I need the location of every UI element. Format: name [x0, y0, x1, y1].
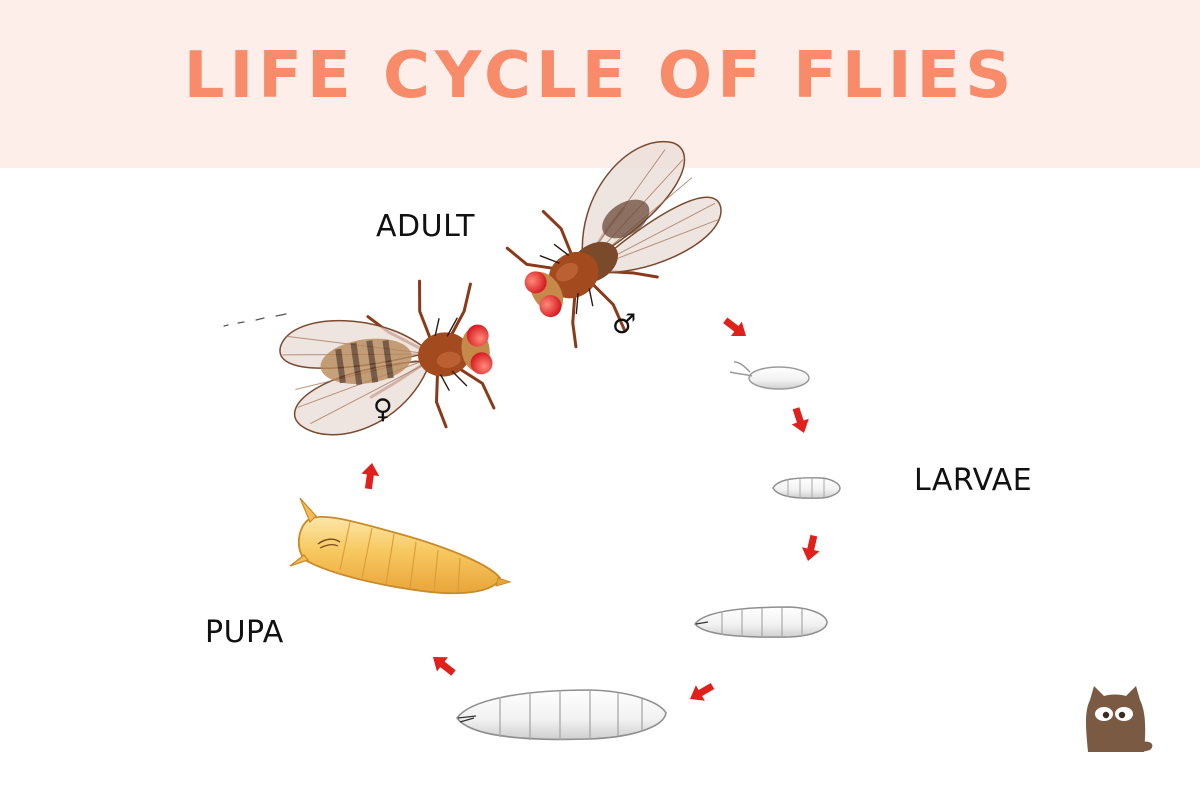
male-fly [505, 140, 722, 349]
motion-trail [223, 313, 287, 327]
egg [729, 361, 810, 390]
stage-label-adult: ADULT [376, 209, 475, 244]
arrow-pupa-to-adult [359, 461, 381, 490]
pupa [289, 497, 512, 595]
larva-second-instar [694, 606, 828, 638]
arrow-larva-to-larva [799, 533, 823, 564]
arrow-egg-to-larva [787, 405, 813, 436]
arrow-larva-to-pupa [427, 649, 460, 681]
female-fly [279, 279, 496, 436]
title-banner: LIFE CYCLE OF FLIES [0, 0, 1200, 168]
female-fly-wings [279, 319, 432, 436]
stage-label-pupa: PUPA [205, 615, 284, 650]
larva-third-instar [456, 689, 667, 741]
male-fly-wings [581, 140, 722, 274]
arrow-adult-to-egg [719, 313, 752, 344]
larva-first-instar [772, 477, 841, 499]
male-symbol: ♂ [612, 309, 637, 340]
female-symbol: ♀ [373, 394, 393, 425]
page-title: LIFE CYCLE OF FLIES [183, 39, 1017, 113]
stage-label-larvae: LARVAE [914, 463, 1033, 498]
arrow-larva-to-large-larva [685, 678, 718, 707]
cat-mascot-icon [1086, 686, 1153, 752]
